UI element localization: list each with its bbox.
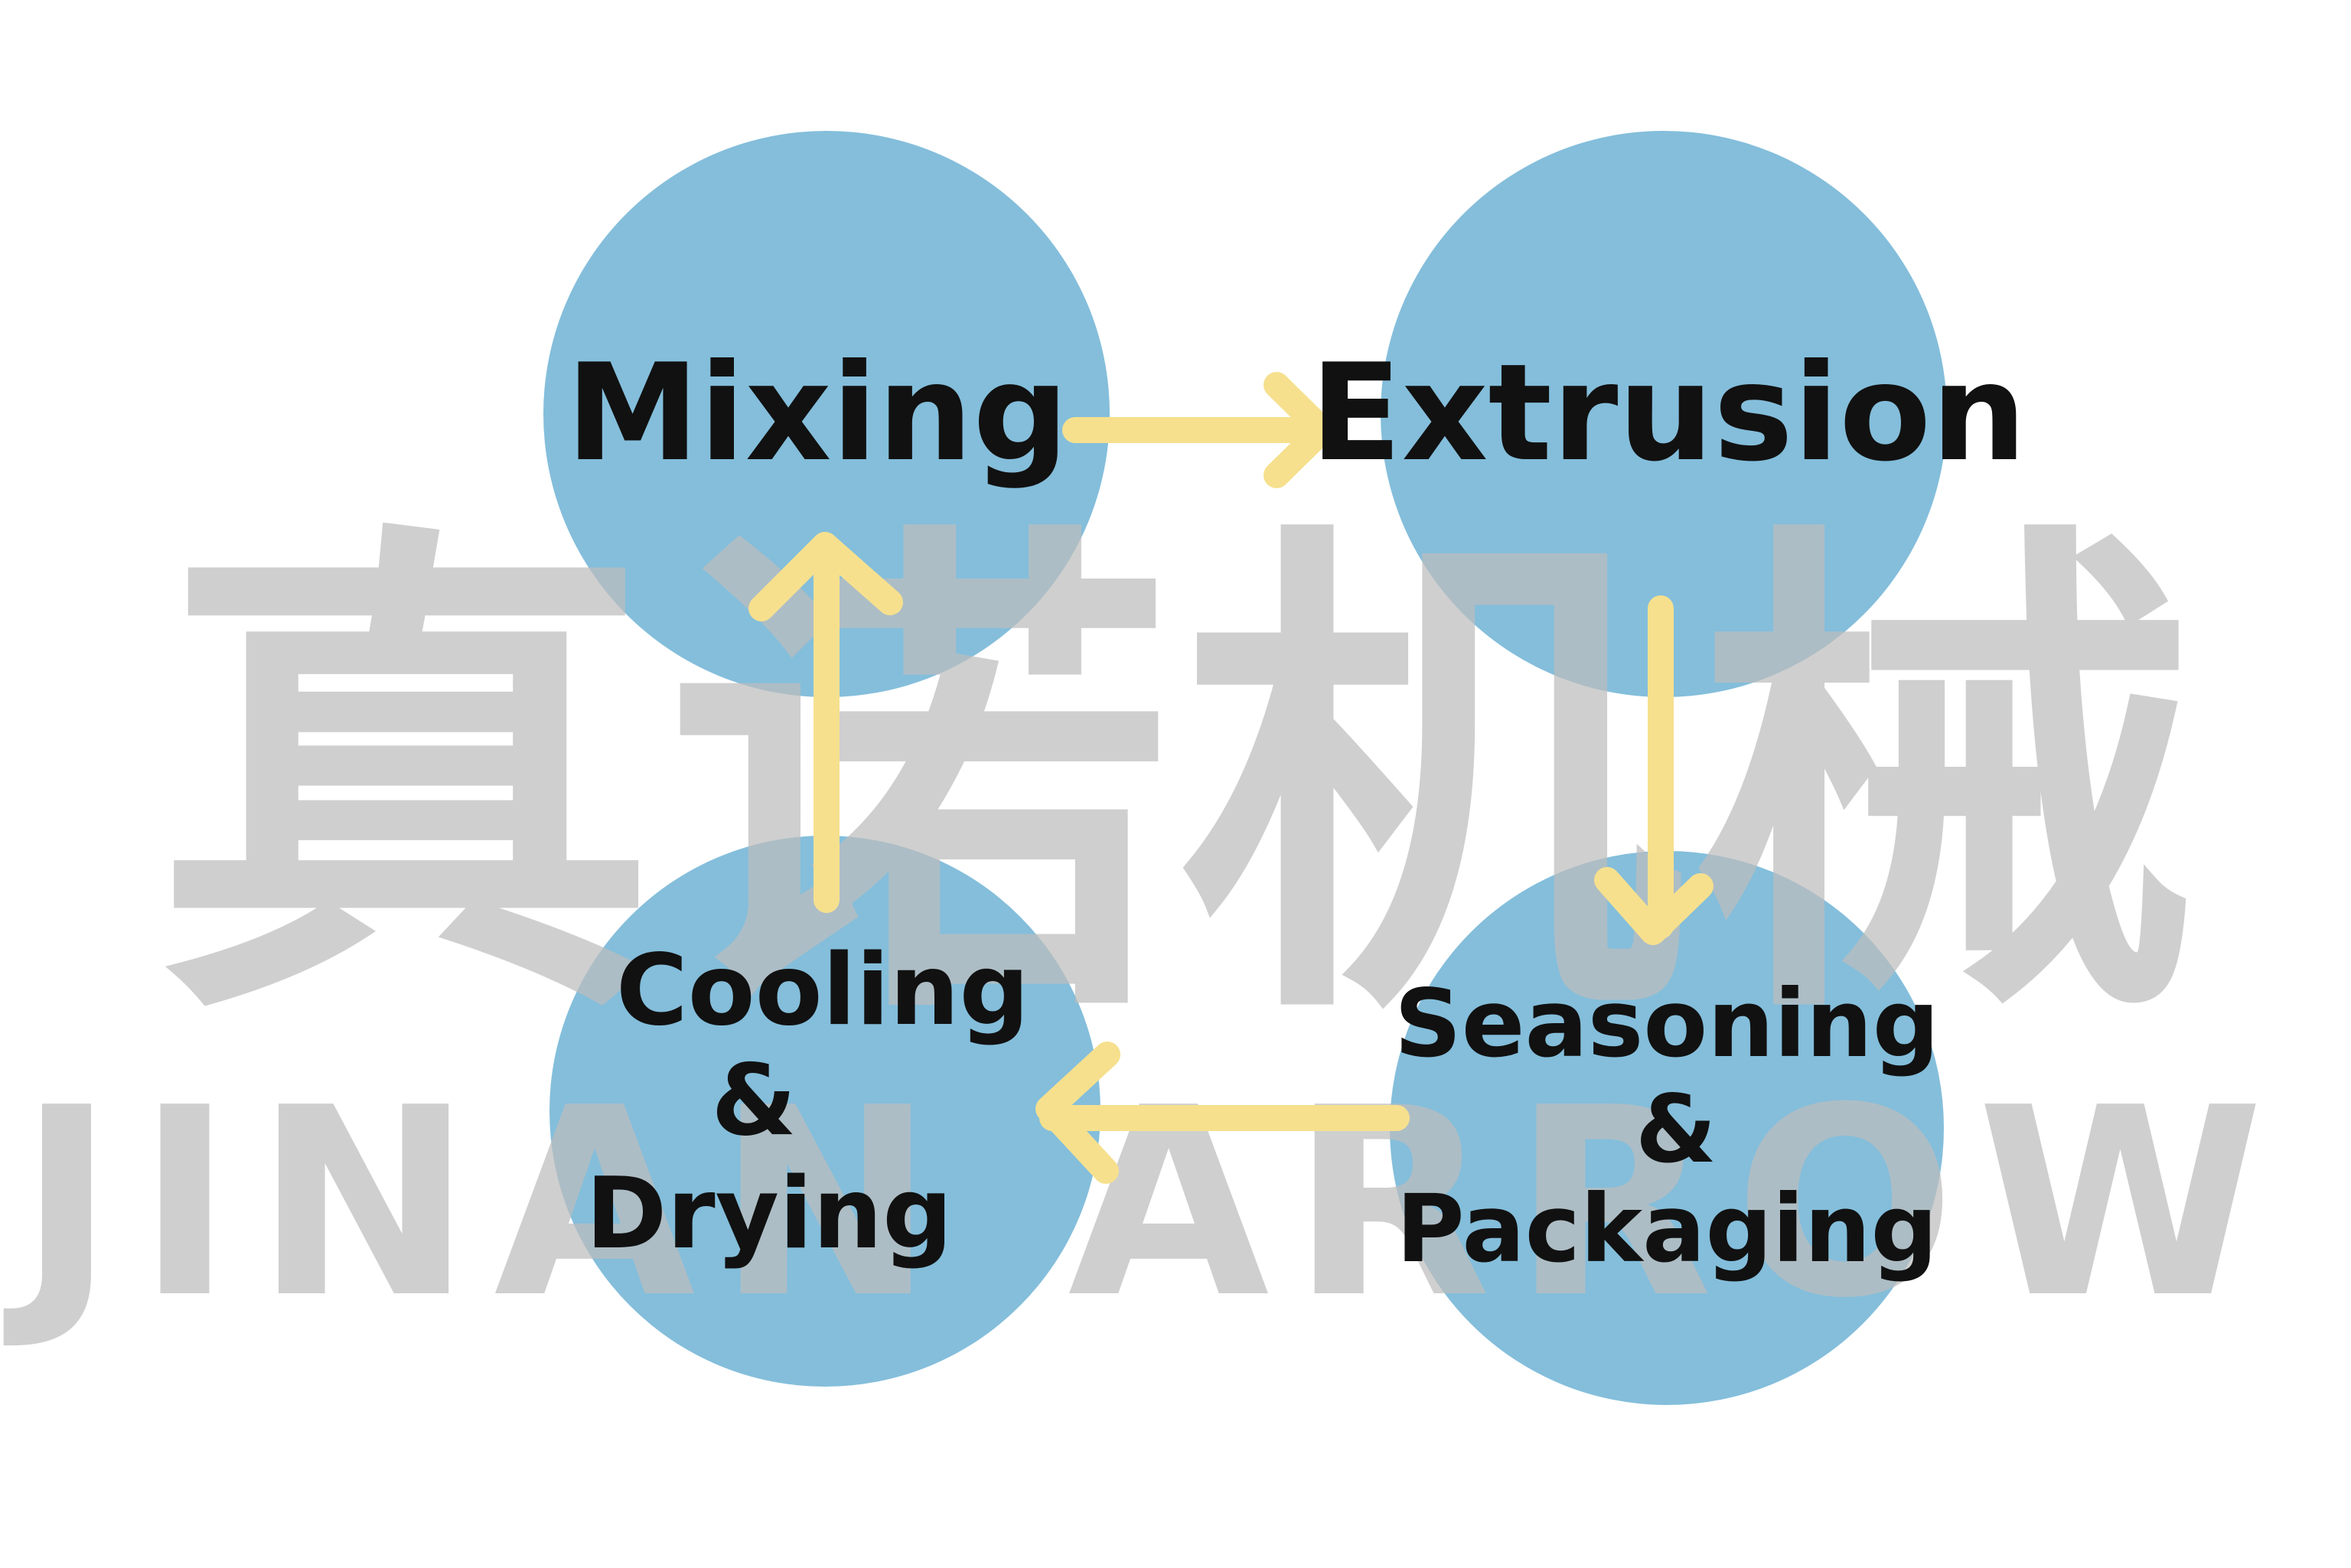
stage-label-cooling: Cooling <box>616 934 1029 1048</box>
stage-label-drying-amp: & <box>711 1044 797 1158</box>
stage-label-packaging: Packaging <box>1396 1175 1938 1283</box>
stage-circle-extrusion <box>1381 131 1947 697</box>
arrow-extrusion-to-seasoning <box>1594 595 1714 945</box>
stage-label-drying: Drying <box>585 1157 952 1271</box>
stage-label-extrusion: Extrusion <box>1310 336 2027 491</box>
watermark: 真诺机械 JINAN ARROW <box>2 482 2286 1355</box>
watermark-chinese: 真诺机械 <box>153 482 2204 1076</box>
stage-label-seasoning: Seasoning <box>1394 970 1939 1078</box>
stage-label-seasoning-amp: & <box>1635 1075 1717 1184</box>
stage-circle-seasoning-packaging <box>1390 851 1944 1405</box>
stage-circle-mixing <box>543 131 1110 697</box>
watermark-latin: JINAN ARROW <box>2 1052 2286 1355</box>
stage-labels: Mixing Extrusion Seasoning & Packaging C… <box>566 336 2027 1283</box>
arrow-cooling-to-mixing <box>748 532 903 913</box>
stage-label-mixing: Mixing <box>566 336 1069 491</box>
arrow-mixing-to-extrusion <box>1062 372 1335 488</box>
flow-arrows <box>748 372 1714 1184</box>
arrow-seasoning-to-cooling <box>1035 1042 1410 1184</box>
stage-circle-cooling-drying <box>549 836 1101 1387</box>
